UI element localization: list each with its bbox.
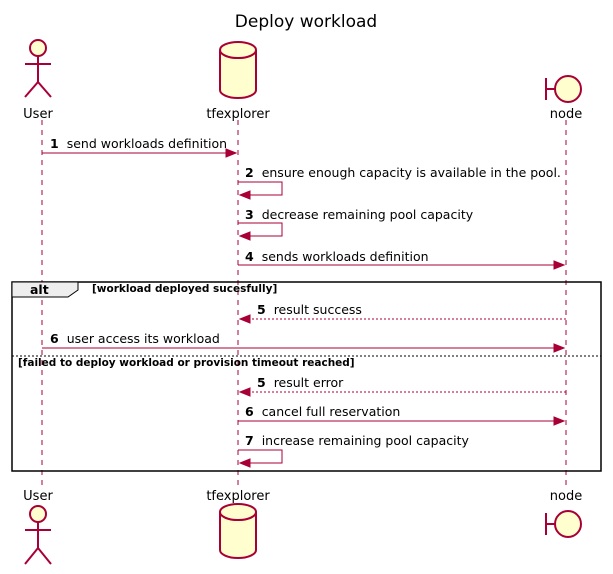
participant-user-top: User — [23, 39, 53, 122]
boundary-icon — [545, 510, 582, 538]
participant-node-label: node — [550, 107, 582, 122]
participant-node-label: node — [550, 489, 582, 504]
message-number: 5 — [257, 375, 266, 390]
message-text: send workloads definition — [67, 136, 227, 151]
message-number: 5 — [257, 302, 266, 317]
alt-fragment: alt [workload deployed sucesfully] [fail… — [11, 281, 602, 472]
message-7: 7 increase remaining pool capacity — [238, 433, 469, 468]
participant-user-label: User — [23, 489, 53, 504]
participant-tfexplorer-bottom: tfexplorer — [206, 489, 270, 559]
message-text: increase remaining pool capacity — [262, 433, 470, 448]
message-6-cancel: 6 cancel full reservation — [238, 404, 566, 426]
participant-node-top: node — [545, 75, 582, 122]
message-text: sends workloads definition — [262, 249, 429, 264]
message-text: user access its workload — [67, 331, 220, 346]
message-number: 7 — [245, 433, 254, 448]
participant-tfexplorer-label: tfexplorer — [206, 489, 270, 504]
alt-guard: [workload deployed sucesfully] — [92, 283, 277, 295]
svg-text:4 sends workloads defini: 4 sends workloads definition — [245, 249, 429, 264]
message-4: 4 sends workloads definition — [238, 249, 566, 270]
message-number: 1 — [50, 136, 59, 151]
participant-node-bottom: node — [545, 489, 582, 538]
svg-text:7 increase remaining poo: 7 increase remaining pool capacity — [245, 433, 469, 448]
message-text: ensure enough capacity is available in t… — [262, 165, 561, 180]
message-text: cancel full reservation — [262, 404, 401, 419]
message-number: 6 — [50, 331, 59, 346]
message-1: 1 send workloads definition — [42, 136, 238, 158]
svg-text:6 cancel full reservatio: 6 cancel full reservation — [245, 404, 400, 419]
message-number: 6 — [245, 404, 254, 419]
participant-tfexplorer-top: tfexplorer — [206, 41, 270, 122]
message-3: 3 decrease remaining pool capacity — [238, 207, 474, 241]
boundary-icon — [545, 75, 582, 103]
message-text: result error — [274, 375, 344, 390]
participant-tfexplorer-label: tfexplorer — [206, 107, 270, 122]
message-5-success: 5 result success — [238, 302, 566, 324]
message-text: decrease remaining pool capacity — [262, 207, 474, 222]
svg-text:1 send workloads definit: 1 send workloads definition — [50, 136, 227, 151]
message-6-access: 6 user access its workload — [42, 331, 566, 353]
diagram-title: Deploy workload — [235, 12, 377, 32]
message-2: 2 ensure enough capacity is available in… — [238, 165, 561, 200]
message-text: result success — [274, 302, 362, 317]
database-icon — [219, 41, 257, 99]
else-guard: [failed to deploy workload or provision … — [18, 357, 355, 369]
participant-user-bottom: User — [23, 489, 53, 565]
actor-icon — [24, 505, 52, 565]
svg-text:5 result error: 5 result error — [257, 375, 344, 390]
message-5-error: 5 result error — [238, 375, 566, 397]
svg-text:5 result success: 5 result success — [257, 302, 362, 317]
svg-text:2 ensure enough capacity: 2 ensure enough capacity is available in… — [245, 165, 561, 180]
participant-user-label: User — [23, 107, 53, 122]
message-number: 3 — [245, 207, 254, 222]
svg-text:6 user access its worklo: 6 user access its workload — [50, 331, 220, 346]
alt-keyword: alt — [30, 282, 49, 297]
svg-text:3 decrease remaining poo: 3 decrease remaining pool capacity — [245, 207, 474, 222]
actor-icon — [24, 39, 52, 98]
message-number: 4 — [245, 249, 254, 264]
database-icon — [219, 503, 257, 559]
message-number: 2 — [245, 165, 254, 180]
